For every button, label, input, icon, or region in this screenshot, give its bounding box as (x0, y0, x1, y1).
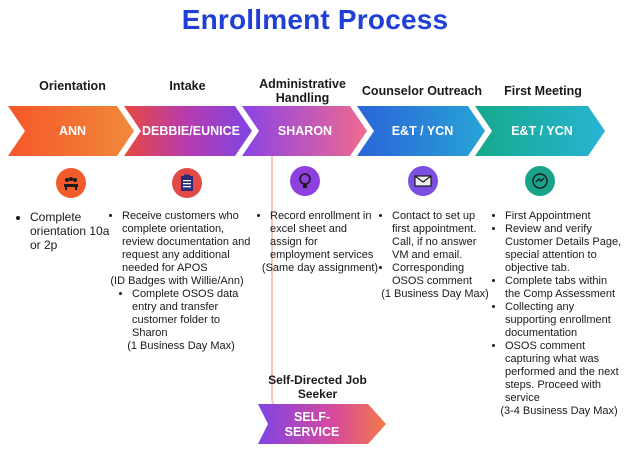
meeting-people-icon (56, 168, 86, 198)
chevron-meeting (475, 106, 605, 156)
list-item: Review and verify Customer Details Page,… (505, 223, 625, 275)
chevron-label-admin: SHARON (277, 124, 333, 138)
stage-heading-outreach: Counselor Outreach (361, 84, 483, 98)
chevron-label-intake: DEBBIE/EUNICE (142, 124, 240, 138)
connector-line (271, 150, 285, 411)
intake-column: Receive customers who complete orientati… (110, 210, 252, 353)
list-item: First Appointment (505, 210, 625, 223)
self-directed-heading: Self-Directed Job Seeker (268, 373, 367, 401)
intake-note-1: (ID Badges with Willie/Ann) (110, 275, 244, 287)
orientation-column: Complete orientation 10a or 2p (18, 210, 118, 252)
list-item: Receive customers who complete orientati… (122, 210, 252, 275)
outreach-note: (1 Business Day Max) (381, 288, 489, 300)
list-item: Collecting any supporting enrollment doc… (505, 301, 625, 340)
list-item: Contact to set up first appointment. Cal… (392, 210, 492, 262)
chevron-outreach (357, 106, 485, 156)
chevron-label-orientation: ANN (58, 124, 87, 138)
chevron-label-outreach: E&T / YCN (391, 124, 454, 138)
handshake-icon (525, 166, 555, 196)
chevron-label-meeting: E&T / YCN (511, 124, 573, 138)
stage-heading-intake: Intake (169, 79, 206, 93)
list-item: Complete orientation 10a or 2p (30, 210, 118, 252)
self-service-label: SELF-SERVICE (284, 410, 340, 439)
intake-note-2: (1 Business Day Max) (127, 340, 235, 352)
chevron-self-service (258, 404, 386, 444)
admin-column: Record enrollment in excel sheet and ass… (258, 210, 378, 275)
envelope-icon (408, 166, 438, 196)
stage-heading-meeting: First Meeting (504, 84, 582, 98)
chevron-orientation (8, 106, 134, 156)
stage-heading-orientation: Orientation (39, 79, 106, 93)
list-item: Corresponding OSOS comment (392, 262, 492, 288)
admin-note: (Same day assignment) (261, 262, 379, 274)
meeting-note: (3-4 Business Day Max) (500, 405, 618, 417)
lightbulb-icon (290, 166, 320, 196)
list-item: Complete tabs within the Comp Assessment (505, 275, 625, 301)
meeting-column: First Appointment Review and verify Cust… (493, 210, 625, 418)
chevron-intake (124, 106, 252, 156)
page-title: Enrollment Process (181, 4, 449, 35)
stage-heading-admin: Administrative Handling (259, 77, 346, 105)
chevron-admin (242, 106, 367, 156)
list-item: Complete OSOS data entry and transfer cu… (132, 288, 252, 340)
list-item: Record enrollment in excel sheet and ass… (270, 210, 376, 262)
list-item: OSOS comment capturing what was performe… (505, 340, 625, 405)
clipboard-icon (172, 168, 202, 198)
outreach-column: Contact to set up first appointment. Cal… (380, 210, 492, 301)
